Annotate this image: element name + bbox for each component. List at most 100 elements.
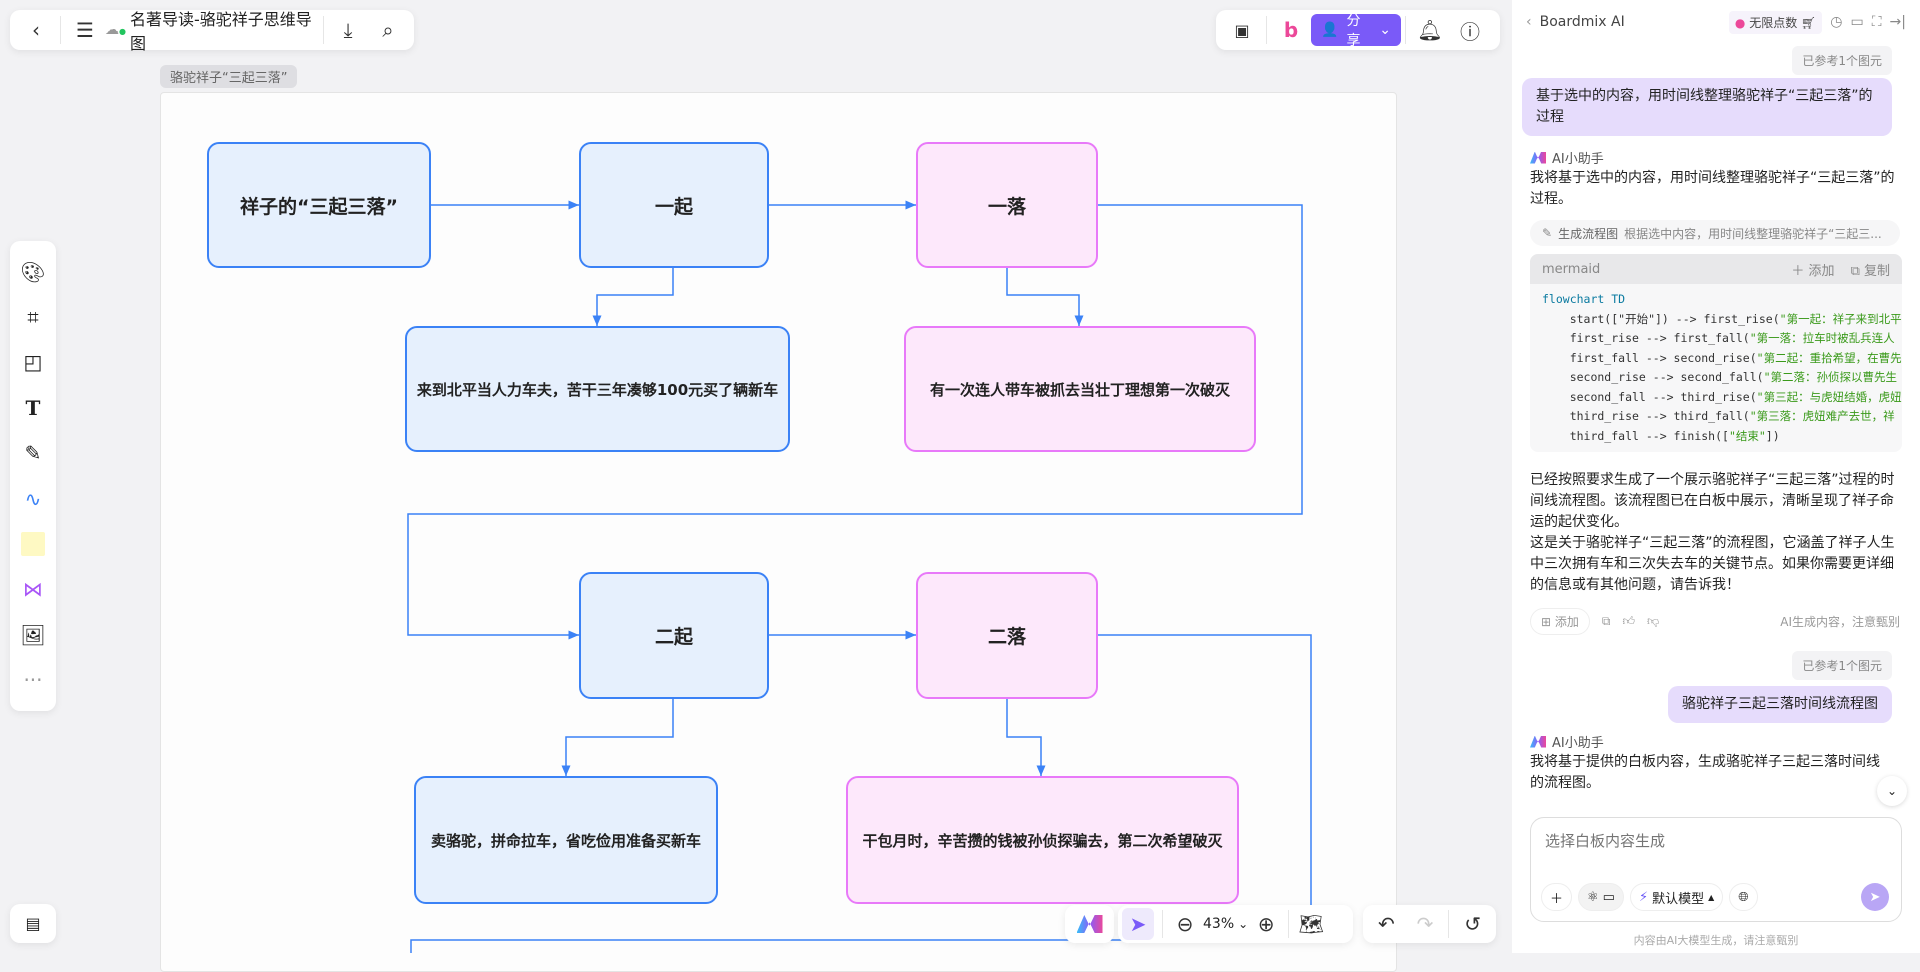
back-icon[interactable]: ‹ <box>1526 14 1532 30</box>
zoom-in-icon[interactable]: ⊕ <box>1257 912 1275 936</box>
scroll-down-button[interactable]: ⌄ <box>1877 776 1907 806</box>
points-label: 无限点数 <box>1749 15 1798 30</box>
code-line: flowchart TD <box>1542 292 1626 306</box>
globe-icon: 🌐︎ <box>1738 889 1749 905</box>
code-copy-button[interactable]: ⧉ 复制 <box>1850 263 1890 279</box>
flow-node-rise2[interactable]: 二起 <box>579 572 769 699</box>
caret-up-icon: ▲ <box>1708 892 1715 902</box>
code-content: flowchart TD start(["开始"]) --> first_ris… <box>1530 284 1902 452</box>
add-to-board-button[interactable]: ⊞ 添加 <box>1530 608 1590 635</box>
code-block: mermaid ＋ 添加 ⧉ 复制 flowchart TD start(["开… <box>1530 254 1902 452</box>
frame-label[interactable]: 骆驼祥子“三起三落” <box>160 65 298 88</box>
text-icon[interactable]: T <box>25 395 41 420</box>
flow-node-fall1[interactable]: 一落 <box>916 142 1098 268</box>
cart-icon[interactable]: 🛒︎ <box>1801 15 1817 30</box>
ai-logo-icon <box>1530 151 1546 164</box>
flow-node-rise2-detail[interactable]: 卖骆驼，拼命拉车，省吃俭用准备买新车 <box>414 776 718 904</box>
zoom-out-icon[interactable]: ⊖ <box>1176 912 1194 936</box>
code-add-button[interactable]: ＋ 添加 <box>1791 263 1835 279</box>
code-line: third_rise --> third_fall("第三落：虎妞难产去世，祥 <box>1542 409 1895 423</box>
chevron-down-icon: ⌄ <box>1886 784 1898 798</box>
select-tool-icon[interactable]: ➤ <box>1122 908 1154 940</box>
search-icon[interactable]: ⌕ <box>382 18 394 42</box>
menu-icon[interactable]: ☰ <box>76 18 94 42</box>
download-icon[interactable]: ⤓ <box>343 18 353 42</box>
thumbs-down-icon[interactable]: 👎︎ <box>1647 614 1660 628</box>
image-icon[interactable]: 🖼︎ <box>20 622 46 647</box>
user-message: 骆驼祥子三起三落时间线流程图 <box>1668 686 1892 723</box>
archive-icon[interactable]: ▭ <box>1850 14 1864 30</box>
tool-description: 根据选中内容，用时间线整理骆驼祥子“三起三... <box>1624 226 1882 241</box>
history-toolbar: ↶ ↷ ↺ <box>1363 905 1496 943</box>
zoom-toolbar: ➤ ⊖ 43% ⌄ ⊕ 🗺︎ <box>1118 905 1353 943</box>
code-line: second_rise --> second_fall("第二落：孙侦探以曹先生 <box>1542 370 1897 384</box>
history-icon[interactable]: ↺ <box>1464 912 1482 936</box>
chat-input[interactable] <box>1545 832 1875 850</box>
assistant-name: AI小助手 <box>1552 736 1604 751</box>
frame-icon[interactable]: ⌗ <box>27 305 39 330</box>
mindmap-icon[interactable]: ⋈ <box>23 577 43 602</box>
sticky-note-icon[interactable] <box>17 528 49 560</box>
connector <box>1006 268 1084 326</box>
atom-icon[interactable]: ⚛ <box>1587 889 1599 905</box>
redo-icon[interactable]: ↷ <box>1416 912 1434 936</box>
share-button[interactable]: 👤分享⌄ <box>1311 13 1401 49</box>
chevron-down-icon[interactable]: ⌄ <box>1379 22 1391 38</box>
cloud-sync-icon: ☁● <box>105 22 126 38</box>
toolbox-icon[interactable]: ▣ <box>1234 20 1250 40</box>
flow-node-rise1[interactable]: 一起 <box>579 142 769 268</box>
flow-node-rise1-detail[interactable]: 来到北平当人力车夫，苦干三年凑够100元买了辆新车 <box>405 326 790 452</box>
assistant-name: AI小助手 <box>1552 152 1604 167</box>
left-toolbar: 🎨︎ ⌗ ◰ T ✎ ∿ ⋈ 🖼︎ ··· <box>10 241 56 711</box>
web-search-button[interactable]: 🌐︎ <box>1729 883 1758 911</box>
code-line: first_rise --> first_fall("第一落：拉车时被乱兵连人 <box>1542 331 1895 345</box>
user-message: 基于选中的内容，用时间线整理骆驼祥子“三起三落”的过程 <box>1522 78 1892 136</box>
more-icon[interactable]: ··· <box>23 668 43 693</box>
top-right-toolbar: ▣ b 👤分享⌄ 🔔︎ ⓘ <box>1216 10 1500 50</box>
thumbs-up-icon[interactable]: 👍︎ <box>1622 614 1636 628</box>
flow-node-fall2-detail[interactable]: 干包月时，辛苦攒的钱被孙侦探骗去，第二次希望破灭 <box>846 776 1239 904</box>
code-line: third_fall --> finish(["结束"]) <box>1542 428 1780 443</box>
board-title[interactable]: 名著导读-骆驼祥子思维导图 <box>129 10 312 53</box>
points-badge[interactable]: ● 无限点数 🛒︎ <box>1728 10 1823 34</box>
tool-call-chip[interactable]: ✎生成流程图根据选中内容，用时间线整理骆驼祥子“三起三... <box>1530 220 1900 246</box>
code-language: mermaid <box>1542 261 1601 277</box>
mode-toggle[interactable]: ⚛▭ <box>1578 883 1624 911</box>
minimap-button[interactable]: ▤ <box>10 904 56 943</box>
pen-icon[interactable]: ✎ <box>24 441 42 466</box>
templates-icon[interactable]: 🎨︎ <box>20 259 46 284</box>
ai-logo-icon <box>1530 735 1546 748</box>
chat-input-box: ＋ ⚛▭ ⚡︎默认模型▲ 🌐︎ ➤ <box>1530 817 1902 922</box>
history-icon[interactable]: ◷ <box>1830 14 1843 30</box>
bell-icon[interactable]: 🔔︎ <box>1417 18 1443 42</box>
flow-node-fall2[interactable]: 二落 <box>916 572 1098 699</box>
share-label: 分享 <box>1346 13 1361 49</box>
collapse-panel-icon[interactable]: →| <box>1889 14 1906 30</box>
chat-icon[interactable]: ▭ <box>1602 889 1615 905</box>
ai-button[interactable] <box>1065 905 1114 943</box>
map-icon[interactable]: 🗺︎ <box>1298 912 1324 936</box>
reference-badge[interactable]: 已参考1个图元 <box>1792 651 1892 680</box>
model-selector[interactable]: ⚡︎默认模型▲ <box>1629 883 1724 911</box>
flow-node-fall1-detail[interactable]: 有一次连人带车被抓去当壮丁理想第一次破灭 <box>904 326 1256 452</box>
copy-icon[interactable]: ⧉ <box>1601 614 1611 628</box>
top-left-toolbar: ‹ ☰ ☁● 名著导读-骆驼祥子思维导图 ⤓ ⌕ <box>10 10 414 53</box>
model-label: 默认模型 <box>1652 891 1705 907</box>
flow-node-root[interactable]: 祥子的“三起三落” <box>207 142 431 268</box>
connector <box>561 699 674 776</box>
tool-label: 生成流程图 <box>1558 226 1619 241</box>
minimap-icon: ▤ <box>25 914 41 933</box>
back-icon[interactable]: ‹ <box>32 18 40 42</box>
fullscreen-icon[interactable]: ⛶ <box>1871 14 1882 30</box>
shape-icon[interactable]: ◰ <box>23 350 43 375</box>
chevron-down-icon[interactable]: ⌄ <box>1238 917 1249 931</box>
send-button[interactable]: ➤ <box>1861 883 1889 911</box>
boardmix-logo-icon[interactable]: b <box>1283 18 1299 42</box>
connector-icon[interactable]: ∿ <box>24 486 42 511</box>
add-attachment-button[interactable]: ＋ <box>1541 883 1573 911</box>
reference-badge[interactable]: 已参考1个图元 <box>1792 46 1892 75</box>
undo-icon[interactable]: ↶ <box>1377 912 1395 936</box>
lightning-icon: ⚡︎ <box>1638 889 1649 905</box>
help-icon[interactable]: ⓘ <box>1460 19 1480 44</box>
zoom-level[interactable]: 43% <box>1203 916 1235 932</box>
